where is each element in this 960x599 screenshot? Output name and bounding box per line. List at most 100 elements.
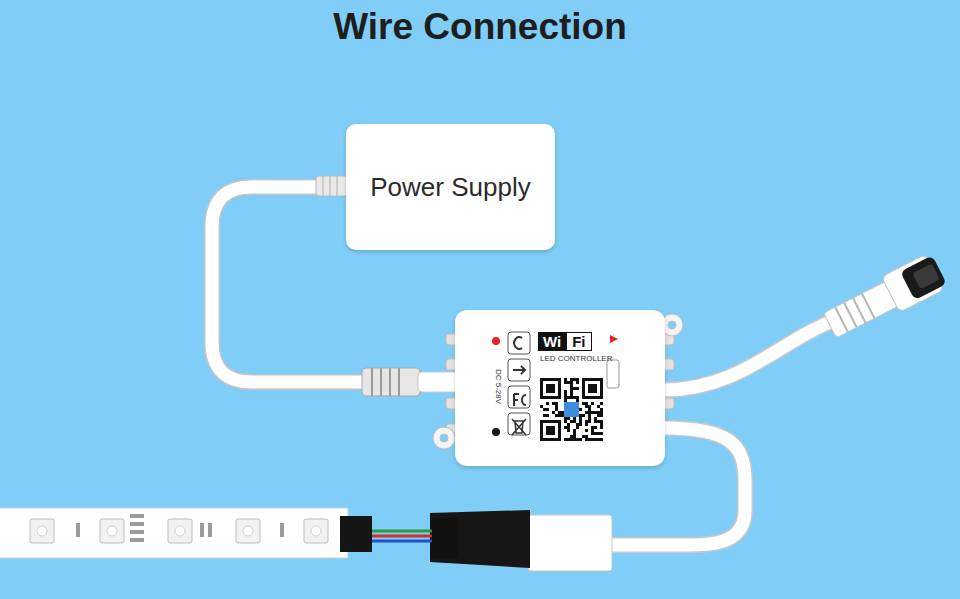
qr-module	[582, 414, 585, 417]
wifi-badge-right: Fi	[566, 332, 591, 351]
qr-module	[570, 384, 573, 387]
qr-module	[585, 420, 588, 423]
qr-module	[594, 411, 597, 414]
qr-module	[564, 426, 567, 429]
qr-module	[573, 438, 576, 441]
qr-finder	[546, 426, 555, 435]
qr-module	[594, 420, 597, 423]
qr-module	[573, 429, 576, 432]
qr-module	[600, 414, 603, 417]
qr-module	[567, 381, 570, 384]
strain-relief	[316, 176, 348, 196]
qr-module	[564, 381, 567, 384]
qr-module	[564, 396, 567, 399]
qr-module	[567, 396, 570, 399]
qr-module	[597, 411, 600, 414]
qr-module	[588, 408, 591, 411]
qr-ground	[538, 376, 605, 443]
qr-module	[585, 423, 588, 426]
qr-module	[588, 414, 591, 417]
qr-module	[573, 387, 576, 390]
qr-module	[600, 408, 603, 411]
qr-module	[588, 417, 591, 420]
qr-module	[564, 438, 567, 441]
qr-finder	[540, 378, 561, 399]
qr-module	[570, 393, 573, 396]
rgb-mark	[607, 360, 619, 388]
qr-module	[588, 405, 591, 408]
qr-module	[570, 387, 573, 390]
arrow-mark	[513, 366, 525, 374]
qr-module	[543, 414, 546, 417]
red-triangle	[610, 335, 618, 343]
qr-module	[585, 405, 588, 408]
qr-module	[558, 414, 561, 417]
qr-module	[573, 420, 576, 423]
qr-module	[600, 402, 603, 405]
qr-module	[585, 435, 588, 438]
qr-module	[567, 423, 570, 426]
qr-module	[591, 429, 594, 432]
qr-module	[600, 411, 603, 414]
qr-module	[591, 411, 594, 414]
power-supply-box: Power Supply	[346, 124, 555, 250]
qr-module	[594, 432, 597, 435]
qr-module	[573, 378, 576, 381]
qr-module	[555, 402, 558, 405]
qr-module	[564, 390, 567, 393]
qr-module	[546, 408, 549, 411]
qr-module	[564, 393, 567, 396]
qr-finder	[543, 423, 558, 438]
controller-box: WiFiLED CONTROLLERDC 5-28V	[455, 310, 665, 466]
weee-mark	[512, 419, 526, 435]
qr-module	[576, 426, 579, 429]
qr-module	[579, 420, 582, 423]
led-strip	[0, 508, 372, 558]
qr-module	[576, 396, 579, 399]
qr-module	[561, 411, 564, 414]
qr-module	[570, 396, 573, 399]
qr-module	[564, 399, 567, 402]
qr-module	[561, 414, 564, 417]
qr-module	[570, 390, 573, 393]
qr-module	[597, 414, 600, 417]
qr-logo	[564, 402, 579, 417]
qr-module	[600, 438, 603, 441]
qr-module	[579, 423, 582, 426]
qr-module	[585, 411, 588, 414]
qr-module	[546, 402, 549, 405]
qr-module	[582, 402, 585, 405]
qr-finder	[546, 384, 555, 393]
qr-module	[579, 408, 582, 411]
qr-finder	[588, 384, 597, 393]
qr-finder	[540, 420, 561, 441]
qr-module	[570, 378, 573, 381]
cert-icon	[508, 386, 530, 408]
qr-module	[600, 420, 603, 423]
button-dot	[492, 428, 500, 436]
qr-module	[600, 432, 603, 435]
dc-plug	[362, 368, 458, 396]
qr-module	[570, 438, 573, 441]
qr-module	[567, 426, 570, 429]
ce-mark	[513, 337, 522, 349]
qr-module	[576, 381, 579, 384]
qr-module	[567, 417, 570, 420]
power-led	[492, 337, 500, 345]
qr-module	[588, 411, 591, 414]
title: Wire Connection	[0, 6, 960, 48]
qr-module	[558, 411, 561, 414]
qr-module	[585, 402, 588, 405]
qr-module	[597, 438, 600, 441]
qr-module	[564, 378, 567, 381]
qr-module	[546, 414, 549, 417]
qr-module	[579, 414, 582, 417]
qr-module	[600, 426, 603, 429]
qr-module	[573, 396, 576, 399]
qr-module	[540, 405, 543, 408]
cert-icon	[508, 359, 530, 381]
wifi-badge-left: Wi	[538, 332, 566, 351]
qr-module	[585, 438, 588, 441]
qr-module	[582, 435, 585, 438]
qr-module	[573, 435, 576, 438]
